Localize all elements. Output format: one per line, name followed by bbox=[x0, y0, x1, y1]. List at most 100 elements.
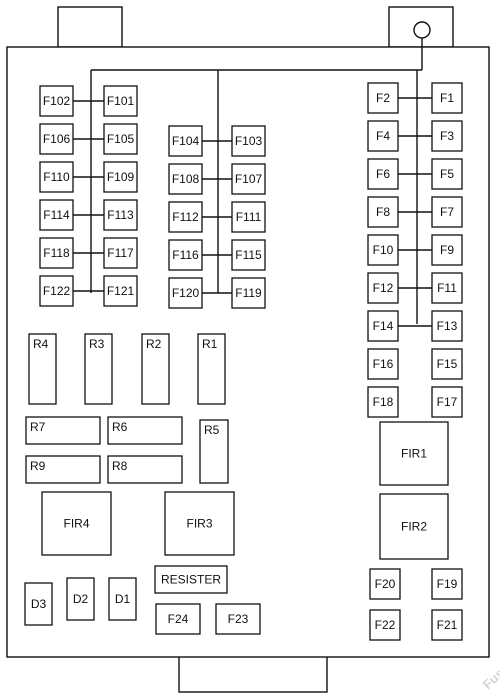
diode-d2-label: D2 bbox=[73, 592, 89, 606]
fuse-f104: F104 bbox=[168, 125, 203, 157]
relay-r3: R3 bbox=[84, 333, 113, 405]
fuse-f21-label: F21 bbox=[437, 618, 458, 632]
fuse-f17-label: F17 bbox=[437, 395, 458, 409]
relay-r4-label: R4 bbox=[33, 337, 49, 351]
fuse-f12-label: F12 bbox=[373, 281, 394, 295]
fuse-f17: F17 bbox=[431, 386, 463, 418]
relay-fir3: FIR3 bbox=[164, 491, 235, 556]
fuse-f102: F102 bbox=[39, 85, 74, 117]
fuse-f15-label: F15 bbox=[437, 357, 458, 371]
diode-d1: D1 bbox=[108, 577, 137, 621]
fuse-f109-label: F109 bbox=[107, 170, 135, 184]
relay-r1-label: R1 bbox=[202, 337, 218, 351]
fuse-f21: F21 bbox=[431, 609, 463, 641]
fuse-f24-label: F24 bbox=[168, 612, 189, 626]
fuse-f116: F116 bbox=[168, 239, 203, 271]
relay-r5-label: R5 bbox=[204, 423, 220, 437]
fuse-f111: F111 bbox=[231, 201, 266, 233]
fuse-f108-label: F108 bbox=[172, 172, 200, 186]
fuse-f14-label: F14 bbox=[373, 319, 394, 333]
fuse-f112: F112 bbox=[168, 201, 203, 233]
relay-fir4: FIR4 bbox=[41, 491, 112, 556]
diode-d1-label: D1 bbox=[115, 592, 131, 606]
fuse-f12: F12 bbox=[367, 272, 399, 304]
fuse-f20: F20 bbox=[369, 568, 401, 600]
relay-r4: R4 bbox=[28, 333, 57, 405]
fuse-f115-label: F115 bbox=[235, 248, 262, 262]
relay-r8: R8 bbox=[107, 455, 183, 484]
relay-fir4-label: FIR4 bbox=[63, 517, 89, 531]
fuse-f11-label: F11 bbox=[437, 281, 457, 295]
fuse-f22: F22 bbox=[369, 609, 401, 641]
fuse-f116-label: F116 bbox=[172, 248, 199, 262]
fuse-f18-label: F18 bbox=[373, 395, 394, 409]
fuse-f119-label: F119 bbox=[235, 286, 262, 300]
fuse-f117-label: F117 bbox=[107, 246, 134, 260]
fuse-f2-label: F2 bbox=[376, 91, 390, 105]
fuse-f19-label: F19 bbox=[437, 577, 458, 591]
fuse-f120: F120 bbox=[168, 277, 203, 309]
fuse-f121-label: F121 bbox=[107, 284, 135, 298]
fuse-f117: F117 bbox=[103, 237, 138, 269]
relay-r7-label: R7 bbox=[30, 420, 46, 434]
fuse-f103-label: F103 bbox=[235, 134, 263, 148]
fuse-f101: F101 bbox=[103, 85, 138, 117]
fuse-f107: F107 bbox=[231, 163, 266, 195]
fuse-f113: F113 bbox=[103, 199, 138, 231]
fuse-f11: F11 bbox=[431, 272, 463, 304]
fuse-f120-label: F120 bbox=[172, 286, 200, 300]
fuse-f16-label: F16 bbox=[373, 357, 394, 371]
fuse-f18: F18 bbox=[367, 386, 399, 418]
relay-r2: R2 bbox=[141, 333, 170, 405]
fuse-f105: F105 bbox=[103, 123, 138, 155]
fuse-f3-label: F3 bbox=[440, 129, 454, 143]
fuse-f4-label: F4 bbox=[376, 129, 390, 143]
fuse-f2: F2 bbox=[367, 82, 399, 114]
fuse-f110-label: F110 bbox=[43, 170, 70, 184]
fuse-f8: F8 bbox=[367, 196, 399, 228]
relay-fir1: FIR1 bbox=[379, 421, 449, 486]
fuse-f7: F7 bbox=[431, 196, 463, 228]
fuse-f6-label: F6 bbox=[376, 167, 390, 181]
fuse-f113-label: F113 bbox=[107, 208, 134, 222]
bus-wiring bbox=[73, 21, 432, 327]
fuse-f110: F110 bbox=[39, 161, 74, 193]
relay-fir2: FIR2 bbox=[379, 493, 449, 560]
fuse-f3: F3 bbox=[431, 120, 463, 152]
fuse-f109: F109 bbox=[103, 161, 138, 193]
fuse-f13-label: F13 bbox=[437, 319, 458, 333]
relay-r9: R9 bbox=[25, 455, 101, 484]
fuse-f104-label: F104 bbox=[172, 134, 200, 148]
diode-d3-label: D3 bbox=[31, 597, 47, 611]
connector-terminal bbox=[413, 21, 431, 39]
fuse-f108: F108 bbox=[168, 163, 203, 195]
fuse-f121: F121 bbox=[103, 275, 138, 307]
relay-fir2-label: FIR2 bbox=[401, 520, 427, 534]
fuse-f10: F10 bbox=[367, 234, 399, 266]
components: F102F106F110F114F118F122F101F105F109F113… bbox=[24, 82, 463, 641]
relay-r1: R1 bbox=[197, 333, 226, 405]
fuse-f5-label: F5 bbox=[440, 167, 454, 181]
fuse-f20-label: F20 bbox=[375, 577, 396, 591]
fuse-f1: F1 bbox=[431, 82, 463, 114]
fuse-f102-label: F102 bbox=[43, 94, 71, 108]
fuse-f118: F118 bbox=[39, 237, 74, 269]
fuse-f15: F15 bbox=[431, 348, 463, 380]
fuse-f16: F16 bbox=[367, 348, 399, 380]
fuse-f118-label: F118 bbox=[43, 246, 70, 260]
fuse-f1-label: F1 bbox=[440, 91, 454, 105]
fuse-f101-label: F101 bbox=[107, 94, 135, 108]
fuse-f24: F24 bbox=[155, 603, 201, 635]
fuse-f107-label: F107 bbox=[235, 172, 263, 186]
fuse-f23: F23 bbox=[215, 603, 261, 635]
fuse-f23-label: F23 bbox=[228, 612, 249, 626]
fuse-f111-label: F111 bbox=[236, 210, 262, 224]
fuse-f9: F9 bbox=[431, 234, 463, 266]
fuse-f13: F13 bbox=[431, 310, 463, 342]
relay-r5: R5 bbox=[199, 419, 229, 484]
relay-r6-label: R6 bbox=[112, 420, 128, 434]
relay-r6: R6 bbox=[107, 416, 183, 445]
relay-r2-label: R2 bbox=[146, 337, 162, 351]
resister-label: RESISTER bbox=[161, 573, 221, 587]
